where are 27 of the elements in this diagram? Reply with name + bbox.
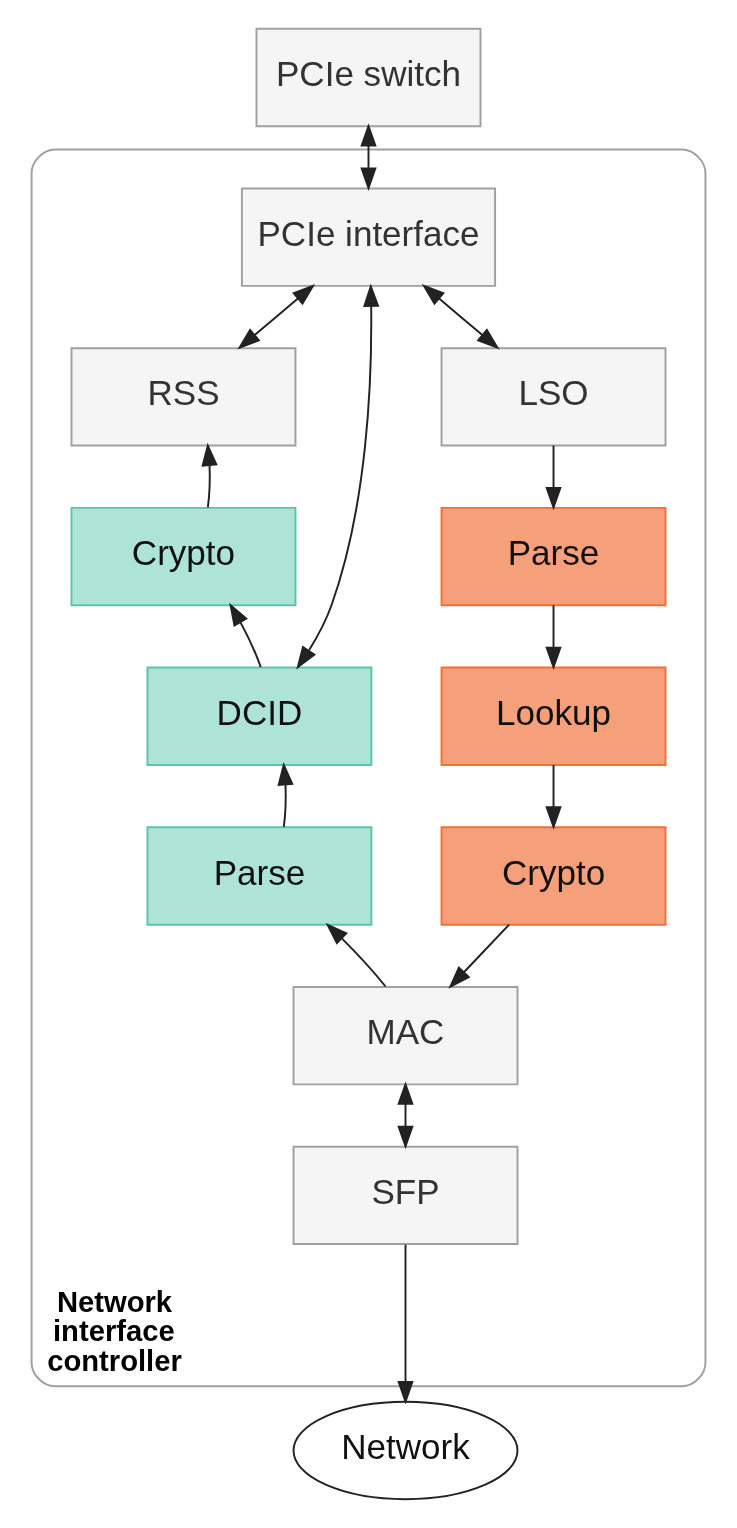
arrow bbox=[237, 283, 316, 350]
node-box: PCIe switch bbox=[255, 27, 482, 128]
node-box: Parse bbox=[146, 826, 373, 926]
arrow bbox=[296, 283, 380, 670]
arrow bbox=[360, 123, 377, 191]
arrow bbox=[421, 283, 500, 350]
arrow bbox=[325, 922, 387, 988]
node-box: Crypto bbox=[70, 506, 297, 607]
arrow bbox=[397, 1081, 414, 1150]
node-box: LSO bbox=[440, 347, 667, 447]
arrow bbox=[545, 444, 562, 511]
node-box: Lookup bbox=[440, 666, 667, 766]
arrow bbox=[448, 923, 511, 989]
node-box: SFP bbox=[292, 1145, 519, 1246]
node-ellipse: Network bbox=[292, 1400, 519, 1501]
arrow bbox=[545, 604, 562, 671]
node-box: DCID bbox=[146, 666, 373, 766]
arrow bbox=[201, 442, 218, 509]
node-box: RSS bbox=[70, 347, 297, 447]
arrow bbox=[277, 762, 294, 828]
node-box: MAC bbox=[292, 986, 519, 1086]
node-box: Parse bbox=[440, 506, 667, 607]
arrow bbox=[229, 602, 262, 669]
arrow bbox=[397, 1243, 414, 1405]
node-box: Crypto bbox=[440, 826, 667, 926]
arrow bbox=[545, 764, 562, 830]
node-box: PCIe interface bbox=[240, 187, 497, 287]
